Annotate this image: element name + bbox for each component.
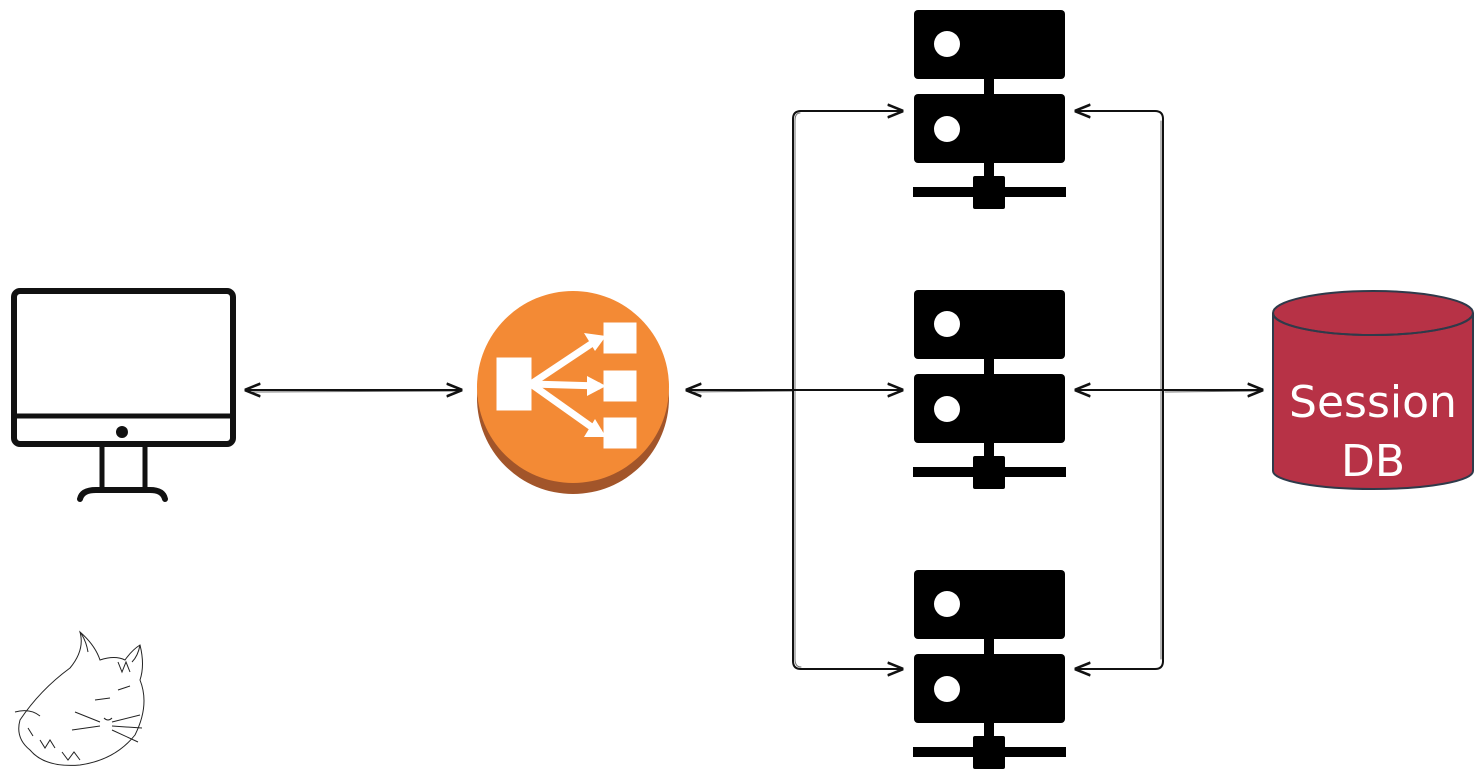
desktop-monitor-icon <box>11 288 236 502</box>
edge-server-1-db <box>1076 111 1164 120</box>
server-icon <box>913 290 1066 489</box>
load-balancer-icon <box>477 291 669 494</box>
database-cylinder-icon: Session DB <box>1272 290 1474 490</box>
sleeping-cat-sketch-icon <box>14 630 145 766</box>
server-icon <box>913 570 1066 769</box>
session-db-label-line2: DB <box>1341 436 1405 487</box>
session-db-label-line1: Session <box>1289 377 1457 428</box>
connector-lines <box>246 111 1262 669</box>
edge-server-3-db <box>1076 660 1164 669</box>
server-icon <box>913 10 1066 209</box>
